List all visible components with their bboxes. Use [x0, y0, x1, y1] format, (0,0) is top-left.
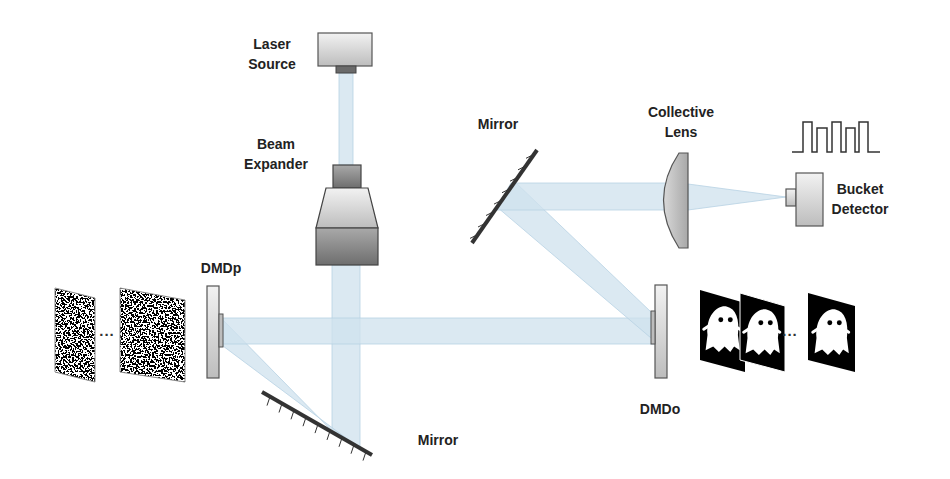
component-label: Mirror [418, 430, 458, 450]
ghost-pattern [700, 290, 745, 372]
ghost-pattern [740, 293, 785, 372]
component-label: Bucket Detector [822, 179, 898, 219]
light-beam [223, 73, 786, 448]
expander-top [333, 165, 361, 188]
dmd-chip [651, 311, 655, 344]
ellipsis-mark: ... [782, 321, 798, 341]
signal-pulses [792, 122, 880, 152]
ellipsis-mark: ... [99, 321, 115, 341]
dmd-chip [219, 314, 223, 347]
expanded-beam [332, 265, 360, 448]
laser-nozzle [336, 66, 356, 73]
mirror-symbol [262, 392, 372, 461]
component-label: DMDo [640, 399, 680, 419]
component-label: Beam Expander [236, 134, 316, 174]
component-label: Mirror [478, 114, 518, 134]
component-label: Laser Source [241, 34, 303, 74]
expander-cone [316, 188, 378, 228]
expander-base [316, 228, 378, 265]
collected-beam [495, 183, 672, 210]
random-pattern [40, 280, 200, 390]
component-label: Collective Lens [639, 102, 723, 142]
laser-beam [339, 73, 353, 165]
detector-window [786, 189, 796, 206]
laser-body [318, 33, 372, 66]
pattern-beam [223, 318, 655, 344]
dmd-panel [655, 285, 667, 378]
random-pattern [40, 280, 200, 390]
ghost-pattern [808, 293, 855, 372]
focused-beam [688, 184, 786, 210]
lens-symbol [664, 153, 689, 248]
detector-body [796, 173, 823, 226]
component-label: DMDp [201, 258, 241, 278]
mirror-symbol [470, 150, 537, 243]
dmd-panel [207, 286, 219, 378]
